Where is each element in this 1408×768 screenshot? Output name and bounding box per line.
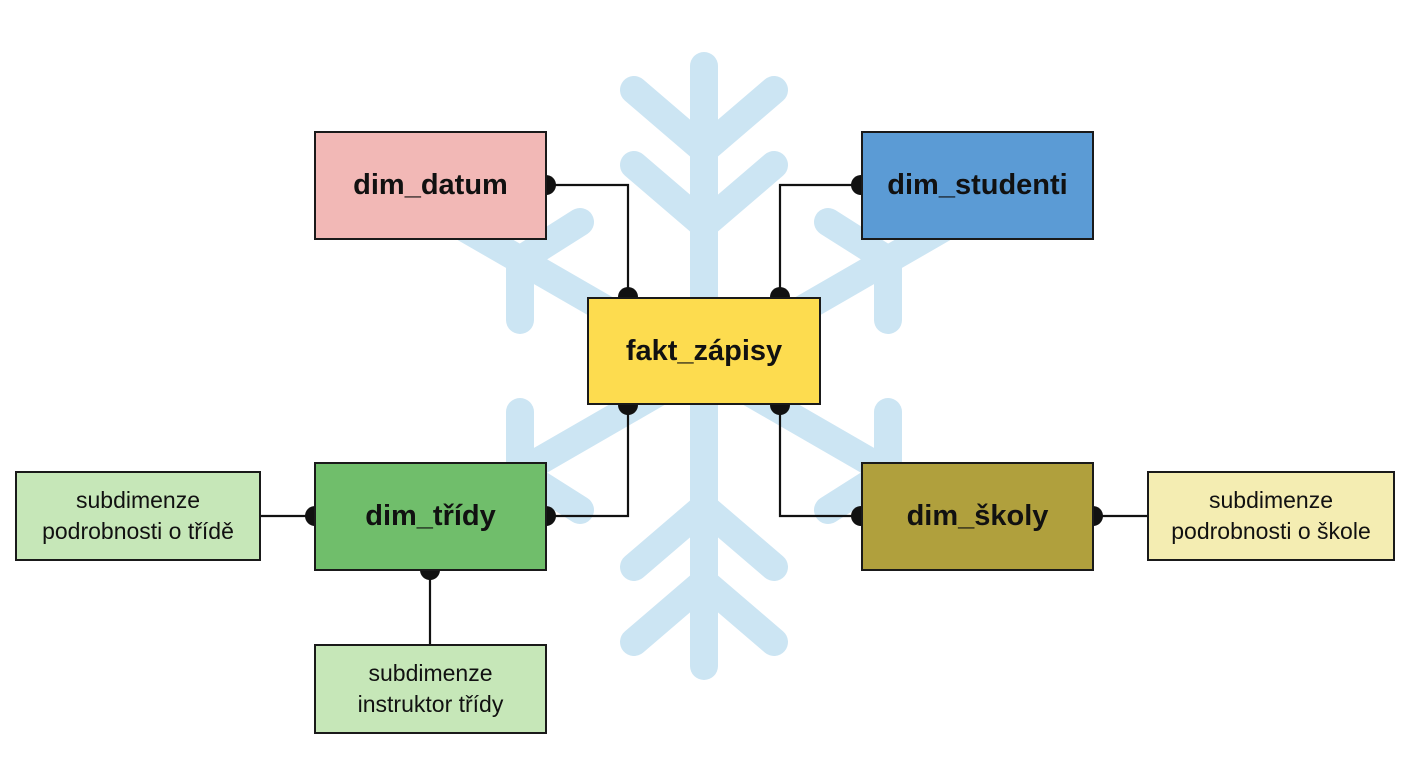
dim-studenti-node[interactable]: dim_studenti [861, 131, 1094, 240]
edge-fact-dim-tridy [546, 405, 630, 518]
sub-instruktor-line2: instruktor třídy [357, 691, 504, 717]
dim-tridy-node[interactable]: dim_třídy [314, 462, 547, 571]
fact-table-label: fakt_zápisy [625, 334, 783, 367]
sub-instruktor-node[interactable]: subdimenze instruktor třídy [314, 644, 547, 734]
dim-tridy-label: dim_třídy [365, 500, 496, 532]
connector-lines [260, 183, 1148, 644]
dim-skoly-node[interactable]: dim_školy [861, 462, 1094, 571]
dim-studenti-label: dim_studenti [887, 169, 1068, 201]
sub-skola-detail-node[interactable]: subdimenze podrobnosti o škole [1147, 471, 1395, 561]
sub-skola-detail-line2: podrobnosti o škole [1171, 518, 1371, 544]
sub-trida-detail-node[interactable]: subdimenze podrobnosti o třídě [15, 471, 261, 561]
edge-fact-dim-datum [546, 183, 630, 297]
dim-skoly-label: dim_školy [906, 500, 1049, 532]
sub-skola-detail-line1: subdimenze [1208, 487, 1334, 513]
dim-datum-node[interactable]: dim_datum [314, 131, 547, 240]
edge-fact-dim-skoly [778, 405, 861, 518]
sub-trida-detail-line2: podrobnosti o třídě [42, 518, 234, 544]
sub-instruktor-line1: subdimenze [368, 660, 493, 686]
fact-table-node[interactable]: fakt_zápisy [587, 297, 821, 405]
edge-fact-dim-studenti [778, 183, 861, 297]
dim-datum-label: dim_datum [353, 169, 508, 201]
sub-trida-detail-line1: subdimenze [75, 487, 201, 513]
